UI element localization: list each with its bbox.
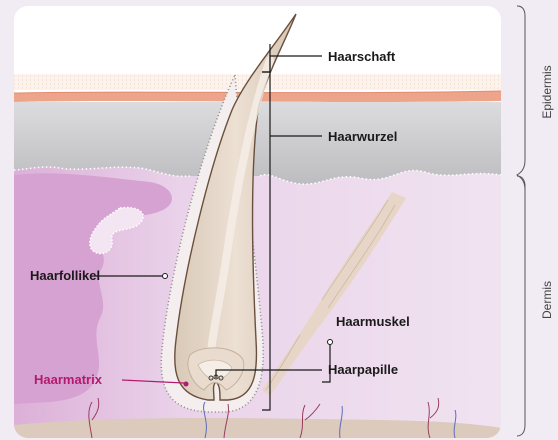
label-haarmuskel: Haarmuskel [336, 314, 410, 329]
epidermis-label: Epidermis [540, 65, 554, 118]
label-haarwurzel: Haarwurzel [328, 129, 397, 144]
label-haarmatrix: Haarmatrix [34, 372, 103, 387]
label-haarfollikel: Haarfollikel [30, 268, 100, 283]
epidermis-bracket [517, 6, 525, 190]
label-haarschaft: Haarschaft [328, 49, 396, 64]
label-haarpapille: Haarpapille [328, 362, 398, 377]
dermis-bracket [517, 176, 525, 436]
layer-brackets [517, 6, 525, 436]
dermis-label: Dermis [540, 281, 554, 319]
